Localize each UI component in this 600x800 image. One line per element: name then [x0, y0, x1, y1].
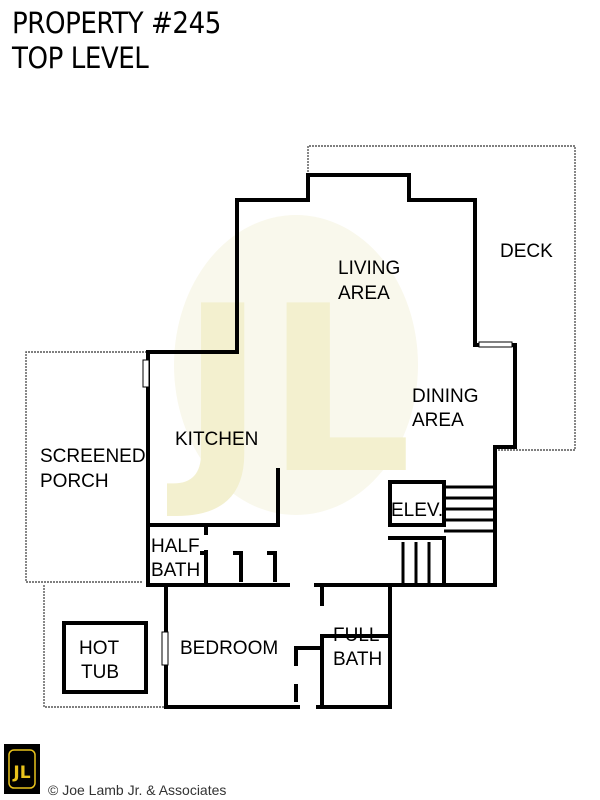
room-label-living: LIVING [338, 258, 400, 279]
room-label-hot-tub-2: TUB [81, 662, 119, 683]
room-label-screened-porch-2: PORCH [40, 471, 109, 492]
title-block: PROPERTY #245 TOP LEVEL [12, 6, 244, 76]
closet-posts [200, 551, 277, 582]
room-label-elevator: ELEV. [391, 500, 443, 521]
logo-mark: JL [8, 749, 36, 789]
room-label-half-bath: HALF [151, 536, 200, 557]
room-label-bedroom: BEDROOM [180, 638, 278, 659]
walls [62, 173, 517, 709]
room-label-dining-2: AREA [412, 410, 464, 431]
logo-text: JL [12, 763, 30, 783]
property-title: PROPERTY #245 [12, 6, 221, 40]
room-label-half-bath-2: BATH [151, 560, 200, 581]
room-label-dining: DINING [412, 386, 479, 407]
windows [142, 341, 513, 666]
room-label-deck: DECK [500, 241, 553, 262]
room-label-full-bath-2: BATH [333, 649, 382, 670]
deck-outline [307, 145, 576, 451]
room-label-full-bath: FULL [333, 625, 379, 646]
level-title: TOP LEVEL [12, 41, 149, 75]
copyright-text: © Joe Lamb Jr. & Associates [48, 782, 227, 798]
room-label-screened-porch: SCREENED [40, 446, 146, 467]
room-label-living-2: AREA [338, 283, 390, 304]
hot-tub-area-outline [43, 585, 166, 708]
company-logo: JL [4, 744, 40, 794]
stairs [401, 485, 493, 583]
screened-porch-outline [25, 351, 147, 583]
room-label-hot-tub: HOT [79, 638, 120, 659]
watermark-text: JL [167, 258, 412, 525]
room-label-kitchen: KITCHEN [175, 429, 258, 450]
